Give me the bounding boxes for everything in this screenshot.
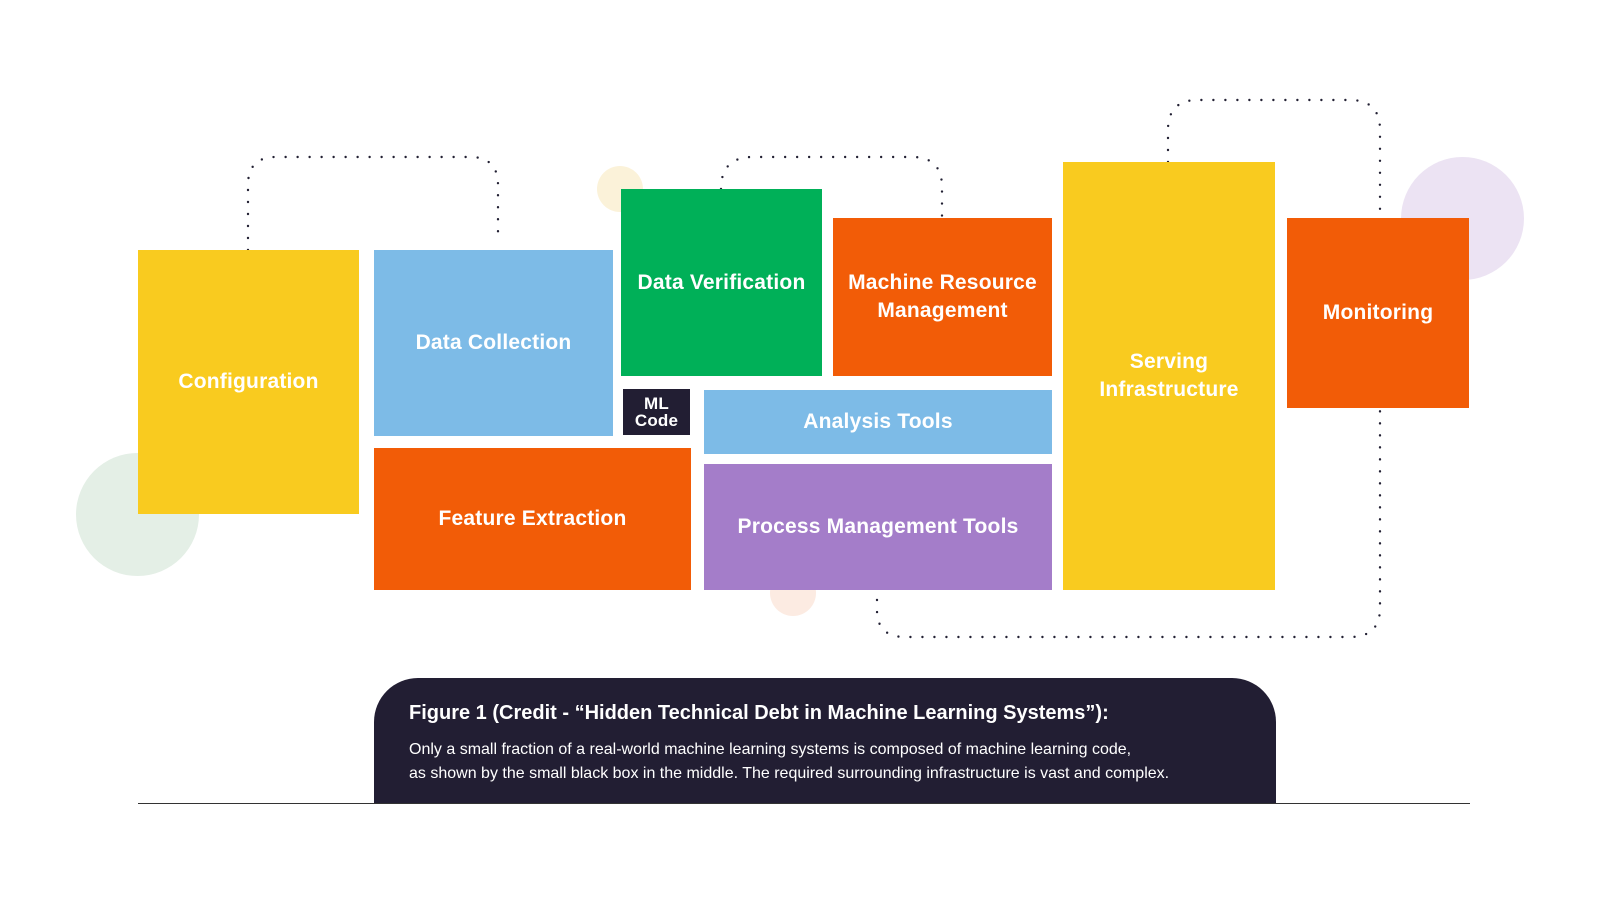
feature-extraction-label: Feature Extraction [438,507,627,530]
machine-resource-management-label: Machine Resource Management [848,271,1037,322]
analysis-tools-label: Analysis Tools [803,410,953,433]
process-management-tools-label: Process Management Tools [737,515,1019,538]
caption-title: Figure 1 (Credit - “Hidden Technical Deb… [409,702,1109,724]
process-management-tools-box: Process Management Tools [704,464,1052,590]
serving-infrastructure-label: Serving Infrastructure [1099,350,1239,401]
configuration-box: Configuration [138,250,359,514]
feature-extraction-box: Feature Extraction [374,448,691,590]
divider-line [138,803,1470,804]
connector-process-monitoring [875,408,1382,639]
caption-body: Only a small fraction of a real-world ma… [409,738,1169,786]
connector-serving-monitoring [1166,98,1382,220]
ml-code-label: ML Code [634,394,679,430]
connector-configuration-data-collection [246,155,500,252]
analysis-tools-box: Analysis Tools [704,390,1052,454]
figure-caption: Figure 1 (Credit - “Hidden Technical Deb… [374,678,1276,804]
monitoring-box: Monitoring [1287,218,1469,408]
machine-resource-management-box: Machine Resource Management [833,218,1052,376]
ml-code-box: ML Code [623,389,690,435]
caption-body-line-2: as shown by the small black box in the m… [409,765,1170,782]
data-verification-label: Data Verification [637,270,806,294]
configuration-label: Configuration [178,370,319,393]
data-collection-label: Data Collection [415,331,572,354]
serving-infrastructure-box: Serving Infrastructure [1063,162,1275,590]
caption-body-line-1: Only a small fraction of a real-world ma… [409,741,1132,758]
monitoring-label: Monitoring [1322,301,1434,324]
data-verification-box: Data Verification [621,189,822,376]
data-collection-box: Data Collection [374,250,613,436]
